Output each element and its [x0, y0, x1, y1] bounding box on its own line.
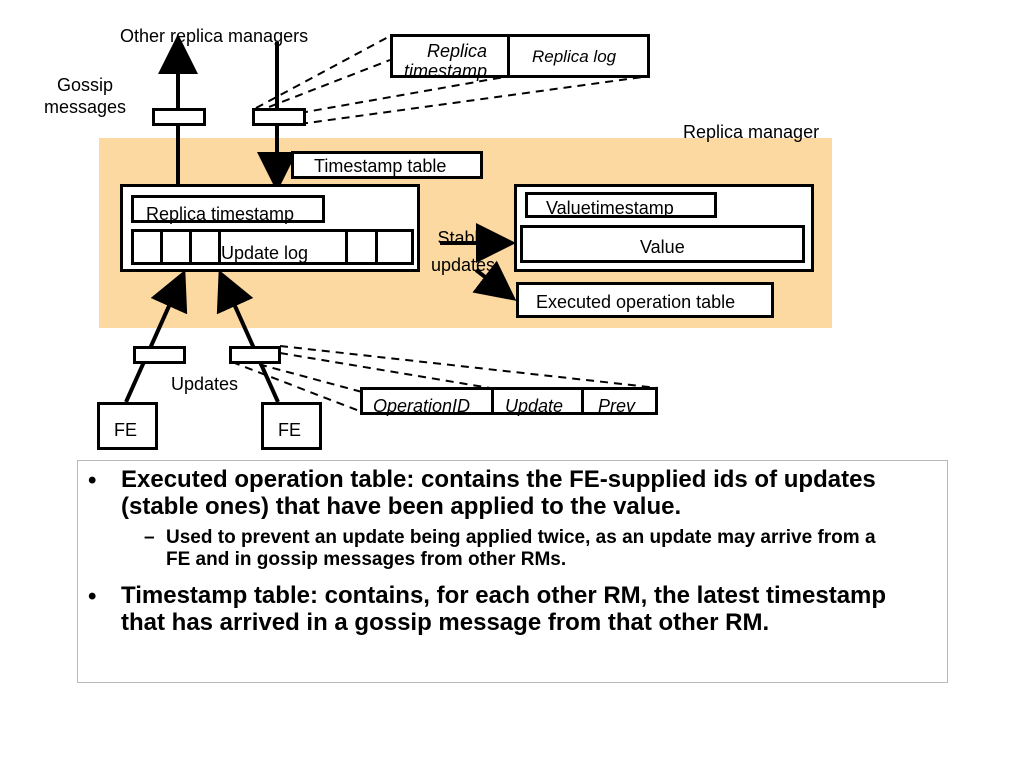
value-label: Value [640, 237, 685, 257]
gossip-contents-divider [507, 34, 510, 78]
update-log-cell-divider [160, 229, 163, 265]
update-message-left [133, 346, 186, 364]
replica-timestamp-label: Replica timestamp [146, 204, 295, 224]
update-log-cell-divider [345, 229, 348, 265]
sub-bullet-prevent-twice: Used to prevent an update being applied … [166, 527, 876, 570]
replica-manager-label: Replica manager [683, 122, 820, 142]
fe-left-update-arrow [124, 269, 188, 403]
executed-operation-table-label: Executed operation table [536, 292, 736, 312]
value-timestamp-label: Valuetimestamp [546, 198, 674, 218]
text-panel: • Executed operation table: contains the… [77, 460, 948, 683]
executed-operation-table [516, 282, 774, 318]
updates-label: Updates [171, 374, 239, 394]
gossip-message-out [152, 108, 206, 126]
update-message-right [229, 346, 281, 364]
gossip-message-expansion [255, 35, 651, 125]
operation-id-label: OperationID [373, 396, 471, 416]
stable-updates-label: Stable updates [431, 228, 496, 275]
gossip-message-in [252, 108, 306, 126]
timestamp-table [291, 151, 483, 179]
gossip-contents-box [390, 34, 650, 78]
value-timestamp-box [525, 192, 717, 218]
prev-label: Prev [598, 396, 636, 416]
fe-left [97, 402, 158, 450]
value-box [520, 225, 805, 263]
replica-timestamp-italic-label: Replica timestamp [404, 41, 488, 81]
timestamp-table-label: Timestamp table [314, 156, 447, 176]
update-record-divider [581, 387, 584, 415]
replica-log-label: Replica log [532, 47, 617, 66]
update-record-box [360, 387, 658, 415]
update-log-cell-divider [189, 229, 192, 265]
fe-right-label: FE [278, 420, 302, 440]
fe-right [261, 402, 322, 450]
sub-bullet-marker: – [144, 527, 155, 548]
bullet-marker: • [88, 583, 97, 610]
bullet-timestamp-table: Timestamp table: contains, for each othe… [121, 582, 887, 636]
update-log-label-bg [221, 236, 333, 260]
bullet-executed-operation-table: Executed operation table: contains the F… [121, 466, 876, 520]
bullet-marker: • [88, 467, 97, 494]
fe-right-update-arrow [216, 269, 280, 403]
update-record-divider [491, 387, 494, 415]
gossip-messages-label: Gossip messages [44, 75, 127, 117]
update-label: Update [505, 396, 564, 416]
update-log-cell-divider [218, 229, 221, 265]
update-message-expansion [231, 345, 659, 413]
executed-table-arrow [472, 260, 517, 301]
other-replica-managers-label: Other replica managers [120, 26, 309, 46]
replica-timestamp-box [131, 195, 325, 223]
update-log-label: Update log [221, 243, 309, 263]
fe-left-label: FE [114, 420, 138, 440]
update-log-cell-divider [375, 229, 378, 265]
